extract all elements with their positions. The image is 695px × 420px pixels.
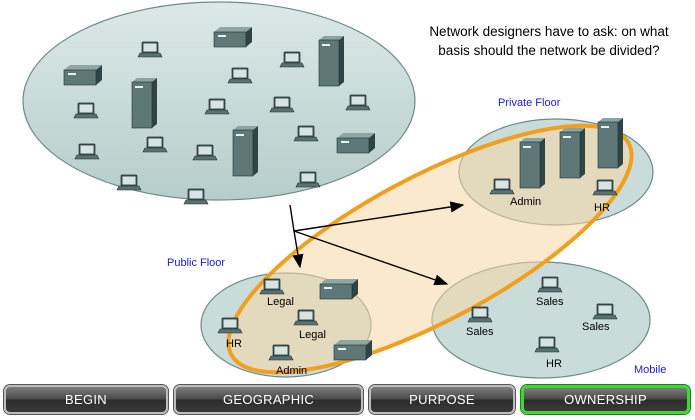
- arrow-icon: [292, 230, 304, 269]
- device-label-hr: HR: [226, 338, 242, 350]
- printer-icon: [333, 339, 373, 361]
- geographic-button[interactable]: GEOGRAPHIC: [174, 385, 363, 414]
- device-label-admin: Admin: [510, 196, 542, 208]
- question-text: Network designers have to ask: on what b…: [429, 24, 669, 58]
- printer-icon: [319, 278, 359, 300]
- server-tower-icon: [131, 77, 158, 129]
- arrow-icon: [293, 201, 465, 232]
- printer-icon: [213, 26, 253, 48]
- device-label-legal: Legal: [299, 329, 326, 341]
- server-tower-icon: [318, 35, 345, 87]
- device-label-legal: Legal: [267, 296, 294, 308]
- purpose-button[interactable]: PURPOSE: [369, 385, 515, 414]
- division-arrows: [289, 201, 465, 286]
- server-tower-icon: [232, 125, 259, 177]
- server-tower-icon: [597, 117, 624, 169]
- device-label-hr: HR: [594, 202, 610, 214]
- device-label-sales: Sales: [466, 326, 494, 338]
- public-floor-label: Public Floor: [167, 257, 226, 269]
- device-label-sales: Sales: [582, 321, 610, 333]
- device-label-admin: Admin: [276, 365, 308, 377]
- arrow-icon: [293, 230, 449, 286]
- device-label-hr: HR: [546, 358, 562, 370]
- private-floor-label: Private Floor: [498, 97, 561, 109]
- server-tower-icon: [519, 137, 546, 189]
- ownership-button[interactable]: OWNERSHIP: [521, 385, 690, 414]
- arrow-stem: [289, 204, 295, 232]
- printer-icon: [63, 64, 103, 86]
- printer-icon: [336, 132, 376, 154]
- device-label-sales: Sales: [536, 296, 564, 308]
- server-tower-icon: [559, 127, 586, 179]
- begin-button[interactable]: BEGIN: [4, 385, 168, 414]
- mobile-label: Mobile: [634, 364, 667, 376]
